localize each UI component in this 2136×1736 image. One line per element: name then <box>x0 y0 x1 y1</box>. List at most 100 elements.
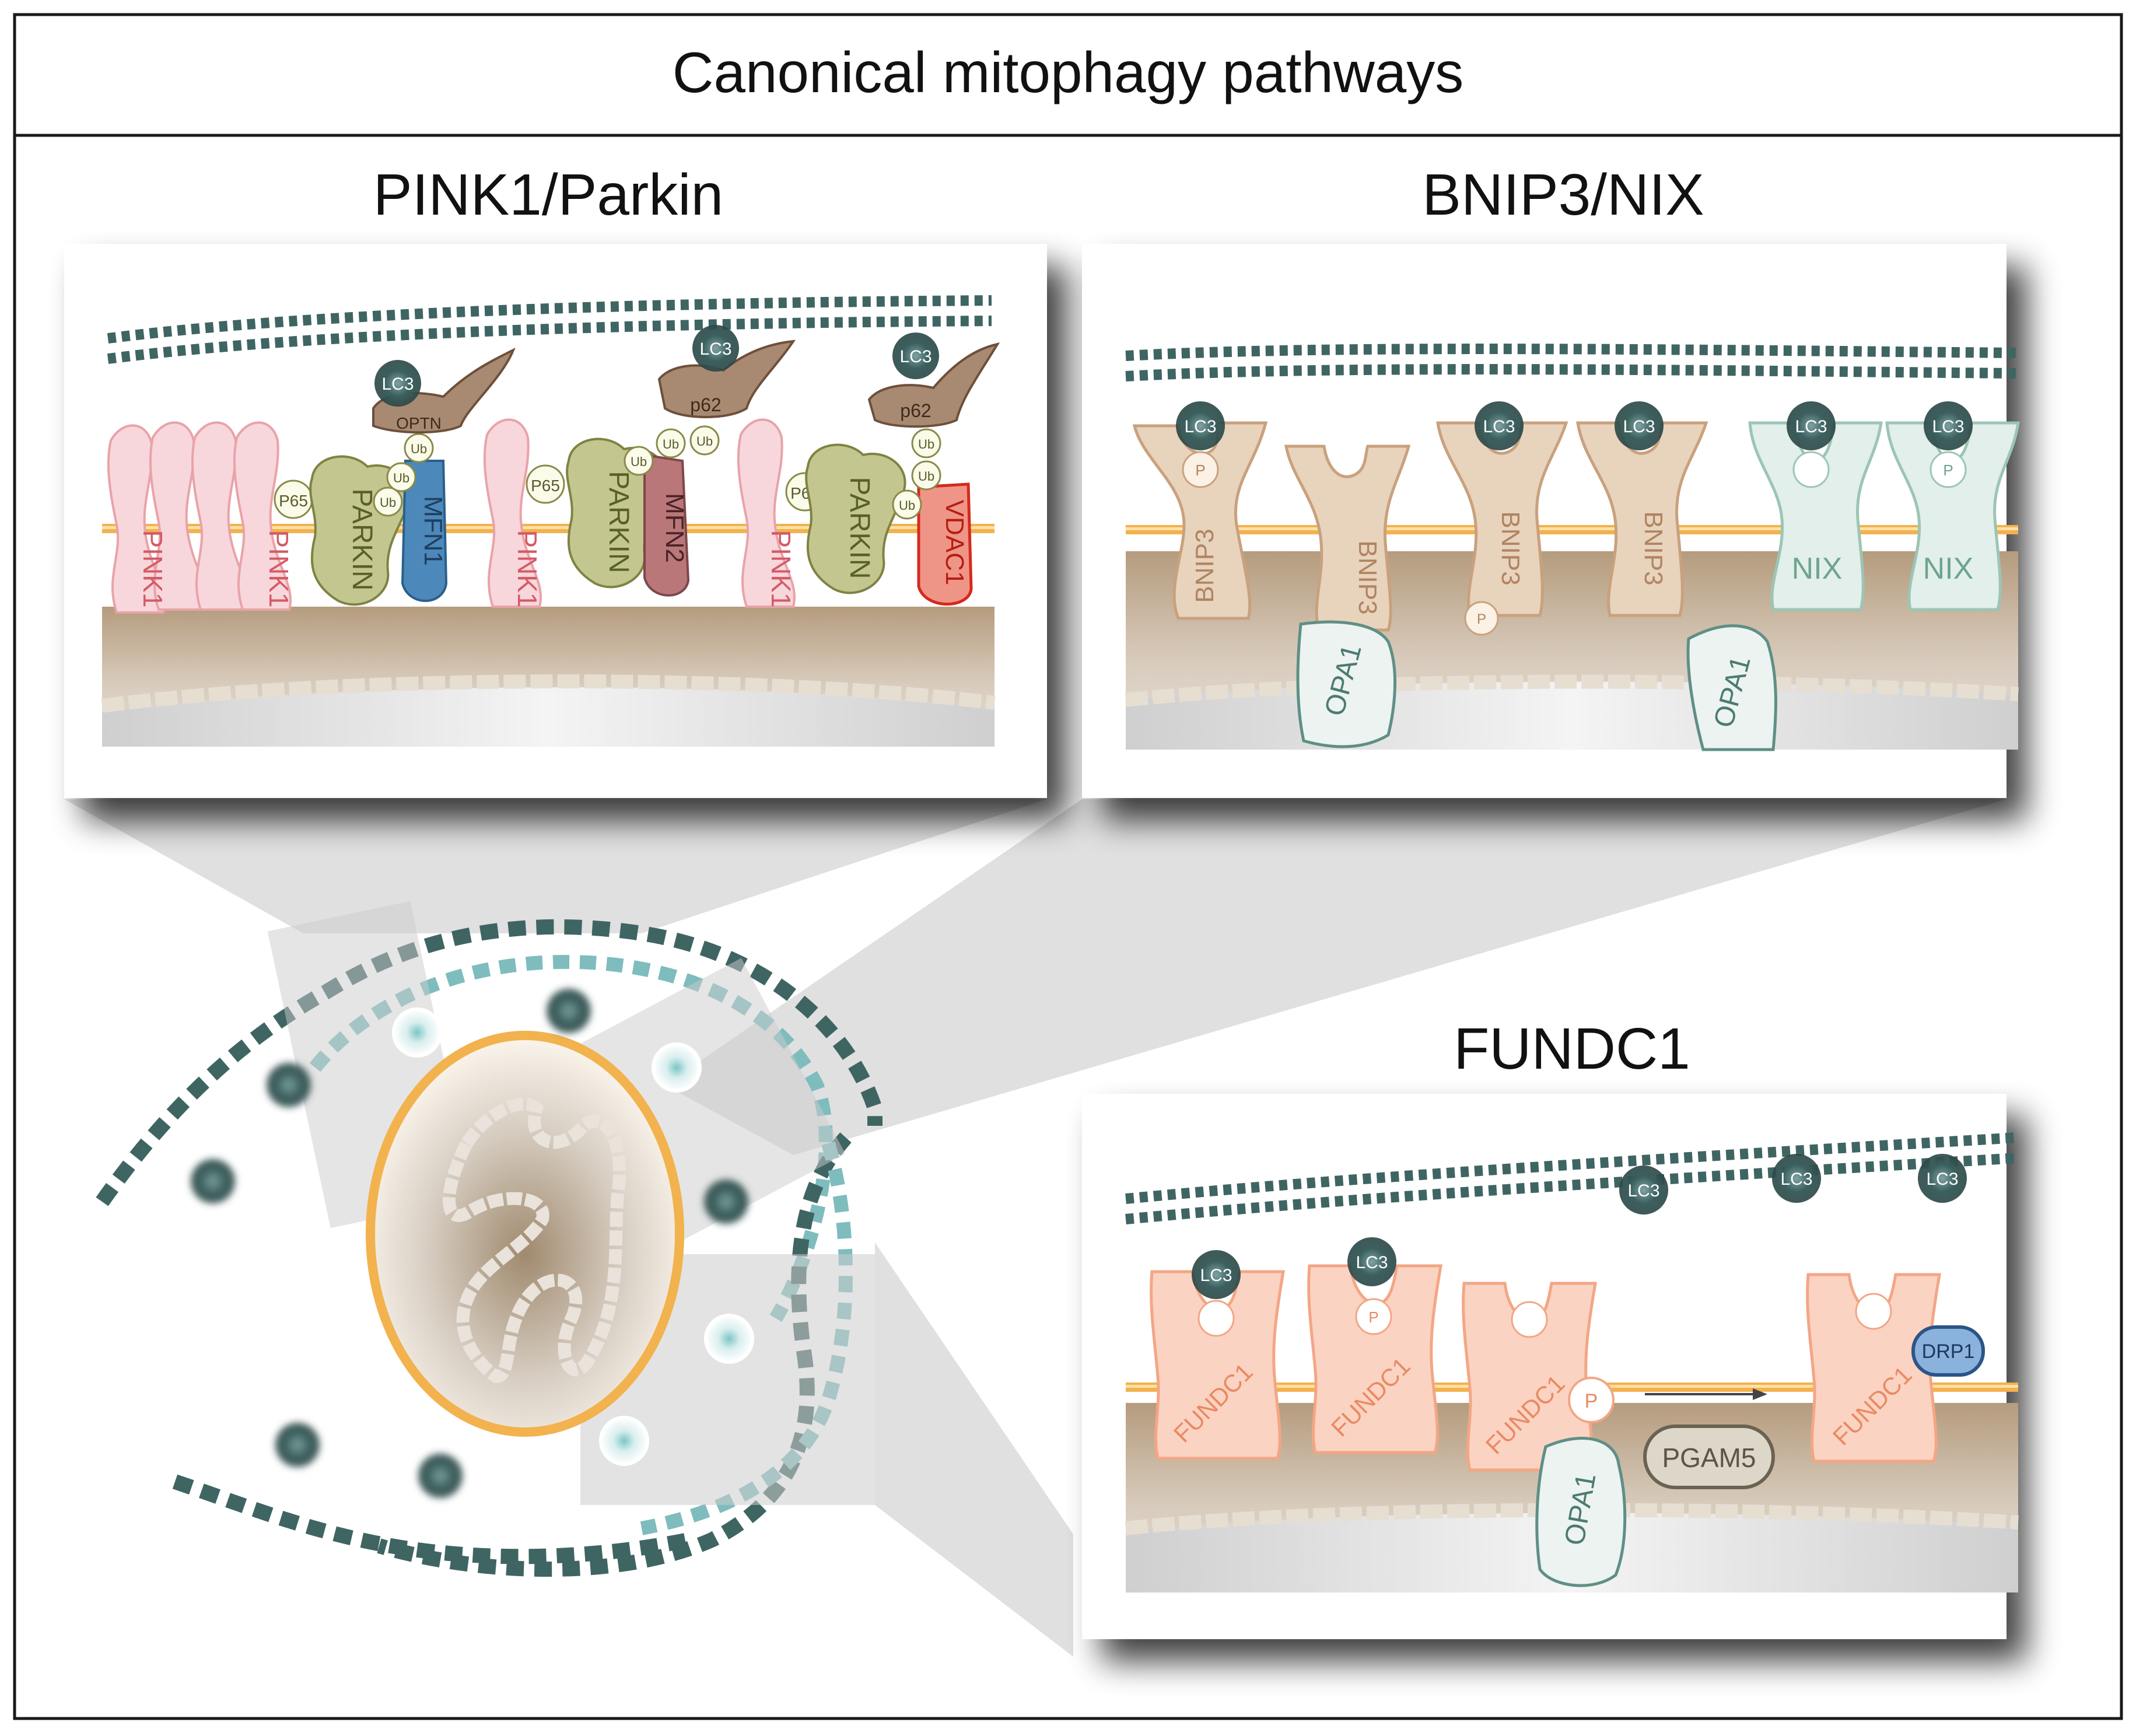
parkin-label-2: PARKIN <box>603 471 634 573</box>
mfn2 <box>643 453 690 597</box>
svg-text:LC3: LC3 <box>1627 1181 1659 1200</box>
mfn1-label: MFN1 <box>419 496 447 566</box>
svg-text:P: P <box>1195 461 1205 479</box>
outer-frame <box>13 13 2123 1720</box>
opa1-1 <box>1296 620 1396 748</box>
ub-chain-1: Ub Ub Ub <box>373 433 434 517</box>
lc3-pink1-2 <box>692 325 739 372</box>
phagophore-pink1-lower <box>107 316 992 364</box>
bnip3-2: BNIP3 OPA1 <box>1284 444 1411 748</box>
optn-adaptor <box>372 347 516 434</box>
lc3-free-3 <box>1918 1154 1967 1203</box>
svg-text:LC3: LC3 <box>1483 417 1515 436</box>
fundc1-1: LC3 FUNDC1 <box>1150 1250 1285 1460</box>
svg-text:LC3: LC3 <box>1926 1170 1958 1189</box>
svg-text:Ub: Ub <box>696 434 713 449</box>
pink1-label-4: PINK1 <box>766 530 796 608</box>
figure-title: Canonical mitophagy pathways <box>673 40 1463 104</box>
drp1-label: DRP1 <box>1922 1340 1975 1363</box>
bnip3-1: LC3 P BNIP3 <box>1132 401 1268 620</box>
phagophore-fundc1-lower <box>1125 1153 2019 1224</box>
p62-adaptor-2 <box>867 342 1000 428</box>
drp1 <box>1911 1325 1985 1377</box>
pgam5-label: PGAM5 <box>1662 1443 1756 1473</box>
mitochondrion <box>366 1031 684 1437</box>
panel-fundc1: LC3 LC3 LC3 LC3 FUNDC1 LC3 P FUNDC1 FUND… <box>1082 1094 2019 1639</box>
ub-chain-3: Ub Ub Ub <box>892 428 941 520</box>
pink1-label-1: PINK1 <box>138 530 168 608</box>
svg-text:P: P <box>1368 1308 1378 1326</box>
mfn2-label: MFN2 <box>660 493 689 563</box>
bnip3-4: LC3 BNIP3 <box>1576 401 1708 617</box>
phagophore-fundc1-upper <box>1125 1132 2019 1204</box>
overview-illustration <box>96 901 883 1577</box>
phospho-fundc1-3 <box>1568 1377 1615 1423</box>
nix-1: LC3 NIX <box>1748 401 1883 611</box>
parkin-3 <box>805 443 906 594</box>
svg-text:LC3: LC3 <box>1780 1170 1812 1189</box>
svg-text:P: P <box>1585 1390 1598 1412</box>
fundc1-4: FUNDC1 <box>1806 1273 1941 1463</box>
phagophore-outer-lower <box>172 1474 690 1564</box>
lc3-pink1-1 <box>374 360 421 407</box>
opa1-2 <box>1686 624 1777 751</box>
panel-pink1-parkin: PINK1 PINK1 P65 PARKIN MFN1 Ub Ub Ub OPT… <box>64 244 1047 798</box>
bnip3-label-3: BNIP3 <box>1496 511 1525 585</box>
inner-membrane-bnip3 <box>1125 674 2019 707</box>
inner-membrane-pink1 <box>101 674 996 713</box>
mfn1 <box>401 460 448 602</box>
svg-text:LC3: LC3 <box>1795 417 1827 436</box>
nix-2: LC3 P NIX <box>1885 401 2020 611</box>
pink1-label-2: PINK1 <box>264 530 294 608</box>
bnip3-label-4: BNIP3 <box>1639 511 1668 585</box>
svg-text:LC3: LC3 <box>1184 417 1216 436</box>
optn-label: OPTN <box>396 414 442 432</box>
zoom-wedges <box>64 799 2007 1657</box>
panel-title-bnip3-nix: BNIP3/NIX <box>1422 162 1704 228</box>
opa1-fundc1 <box>1535 1437 1627 1587</box>
phagophore-outer-upper <box>96 919 883 1206</box>
lc3-free-2 <box>1772 1154 1821 1203</box>
p62-label-2: p62 <box>900 400 931 421</box>
svg-text:LC3: LC3 <box>1356 1253 1388 1272</box>
ub-chain-2: Ub Ub Ub <box>624 425 720 476</box>
bnip3-label-1: BNIP3 <box>1190 528 1219 603</box>
lc3-free-1 <box>1619 1166 1668 1214</box>
svg-text:Ub: Ub <box>380 495 396 510</box>
svg-text:LC3: LC3 <box>1200 1266 1232 1285</box>
nix-label-1: NIX <box>1792 552 1843 586</box>
svg-text:P: P <box>1477 611 1486 627</box>
svg-text:Ub: Ub <box>663 437 679 452</box>
svg-text:Ub: Ub <box>631 454 647 469</box>
p65-label-1: P65 <box>279 492 308 510</box>
bnip3-3: LC3 BNIP3 P <box>1436 401 1568 636</box>
panel-title-fundc1: FUNDC1 <box>1454 1016 1690 1082</box>
nix-label-2: NIX <box>1923 552 1974 586</box>
phagophore-bnip3-lower <box>1125 364 2019 382</box>
svg-text:P: P <box>1943 461 1953 479</box>
svg-text:LC3: LC3 <box>381 374 414 394</box>
svg-text:Ub: Ub <box>393 471 409 485</box>
svg-text:Ub: Ub <box>411 442 427 456</box>
panel-bnip3-nix: LC3 P BNIP3 BNIP3 OPA1 LC3 BNIP3 P LC3 B… <box>1082 244 2020 798</box>
svg-text:Ub: Ub <box>918 437 934 452</box>
lc3-pink1-3 <box>892 332 939 379</box>
bnip3-label-2: BNIP3 <box>1353 540 1382 614</box>
pink1-group-1: PINK1 PINK1 <box>107 421 294 614</box>
parkin-label-3: PARKIN <box>844 477 875 579</box>
vdac1 <box>917 482 973 606</box>
inner-membrane-fundc1 <box>1125 1503 2019 1535</box>
svg-text:Ub: Ub <box>899 498 915 513</box>
svg-text:LC3: LC3 <box>1932 417 1964 436</box>
phagophore-bnip3-upper <box>1125 344 2019 361</box>
panel-title-pink1-parkin: PINK1/Parkin <box>373 162 723 228</box>
parkin-label-1: PARKIN <box>346 488 377 590</box>
lc3-dots <box>191 989 754 1498</box>
svg-text:Ub: Ub <box>918 469 934 484</box>
mitochondrial-cristae <box>443 1097 626 1384</box>
p65-label-2: P65 <box>531 477 560 495</box>
vdac1-label: VDAC1 <box>940 500 969 586</box>
pgam5 <box>1643 1424 1775 1489</box>
